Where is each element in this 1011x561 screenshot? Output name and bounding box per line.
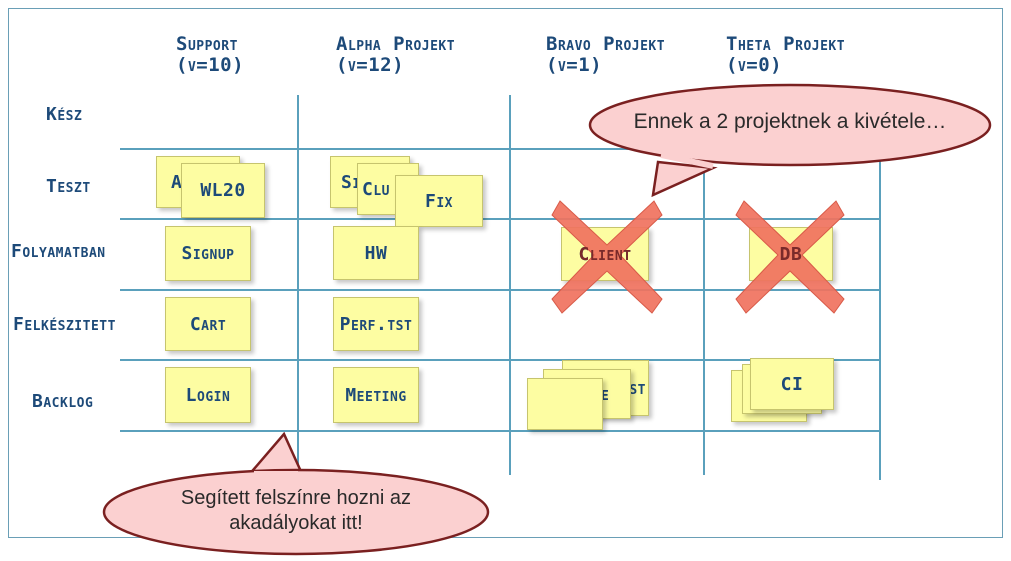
row-label-backlog: Backlog [32,391,94,412]
speech-bubble-top [588,83,992,198]
column-header-theta: Theta Projekt(v=0) [726,34,845,76]
column-wip: (v=10) [176,54,245,76]
sticky-note[interactable]: HW [333,226,419,280]
grid-line-h2 [120,218,880,220]
column-header-support: Support(v=10) [176,34,244,76]
grid-line-v1 [297,95,299,540]
sticky-note[interactable]: CI [750,358,834,410]
crossed-note-label: Client [578,243,632,265]
sticky-note[interactable]: Login [165,367,251,423]
sticky-note[interactable]: Cart [165,297,251,351]
grid-line-v2 [509,95,511,475]
sticky-note[interactable]: Signup [165,226,251,281]
callout-top-text: Ennek a 2 projektnek a kivétele… [633,110,947,133]
column-wip: (v=0) [726,54,783,76]
row-label-teszt: Teszt [46,176,91,197]
slide-frame [8,8,1003,538]
cross-icon [735,200,845,314]
sticky-note-stack [527,378,603,430]
row-label-folyamatban: Folyamatban [11,241,106,262]
sticky-note[interactable]: Meeting [333,367,419,423]
column-header-alpha: Alpha Projekt(v=12) [336,34,455,76]
column-header-bravo: Bravo Projekt(v=1) [546,34,665,76]
grid-line-h5 [120,430,880,432]
row-label-felkeszitett: Felkészitett [13,314,116,335]
cross-icon [551,200,663,314]
speech-bubble-bottom [102,432,490,556]
column-name: Bravo Projekt [546,33,666,55]
callout-bottom-line2: akadályokat itt! [229,512,363,534]
column-name: Support [176,33,238,55]
column-wip: (v=12) [336,54,405,76]
column-name: Theta Projekt [726,33,846,55]
row-label-kesz: Kész [46,104,83,125]
grid-line-h3 [120,289,880,291]
column-name: Alpha Projekt [336,33,456,55]
sticky-note[interactable]: WL20 [181,163,265,218]
callout-bottom-line1: Segített felszínre hozni az [180,487,412,509]
callout-bottom-text: Segített felszínre hozni az akadályokat … [110,486,482,536]
crossed-note-label: DB [779,243,803,265]
sticky-note[interactable]: Fix [395,175,483,227]
grid-line-v3 [703,150,705,475]
grid-line-v4 [879,150,881,480]
grid-line-h1 [120,148,880,150]
grid-line-h4 [120,359,880,361]
column-wip: (v=1) [546,54,603,76]
sticky-note[interactable]: Perf.tst [333,297,419,351]
